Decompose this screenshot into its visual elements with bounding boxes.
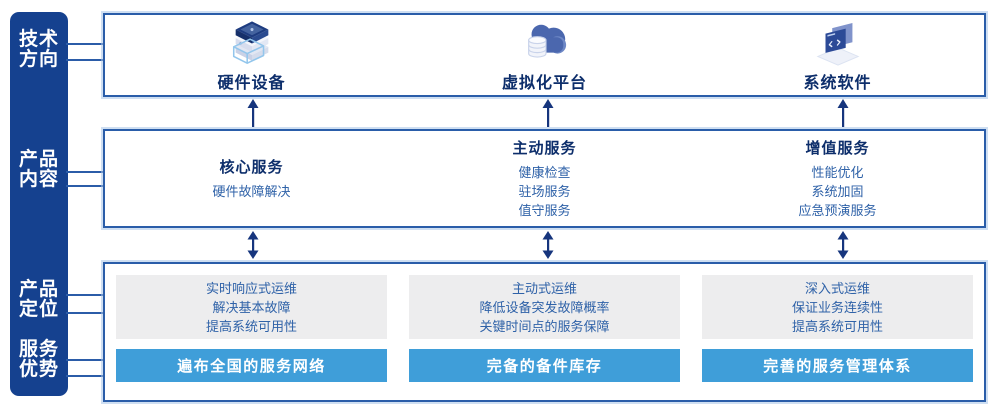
product-content-box: 核心服务 硬件故障解决 主动服务 健康检查 驻场服务 值守服务 增值服务 性能优… xyxy=(103,129,986,228)
sidebar-label-line: 服务 xyxy=(18,339,59,360)
positioning-line: 深入式运维 xyxy=(804,280,870,296)
connector-line xyxy=(66,312,105,314)
sidebar-label-line: 优势 xyxy=(18,359,59,380)
positioning-line: 实时响应式运维 xyxy=(205,280,297,296)
positioning-panel: 实时响应式运维 解决基本故障 提高系统可用性 xyxy=(116,275,387,339)
arrow-up-icon xyxy=(837,99,849,127)
positioning-column-realtime: 实时响应式运维 解决基本故障 提高系统可用性 遍布全国的服务网络 xyxy=(105,275,398,400)
arrow-up-icon xyxy=(542,99,554,127)
connector-line xyxy=(66,359,105,361)
connector-line xyxy=(66,171,105,173)
software-window-icon xyxy=(816,22,859,66)
sidebar-item-service-advantage: 服务 优势 xyxy=(10,340,68,380)
service-column-proactive: 主动服务 健康检查 驻场服务 值守服务 xyxy=(398,131,691,226)
service-item: 性能优化 xyxy=(811,165,864,180)
tech-direction-box: 硬件设备 虚拟化平台 xyxy=(103,13,986,97)
connector-line xyxy=(66,294,105,296)
tech-item-hardware: 硬件设备 xyxy=(105,15,398,95)
positioning-line: 提高系统可用性 xyxy=(791,318,883,334)
arrow-up-down-icon xyxy=(247,231,259,259)
service-item: 健康检查 xyxy=(518,165,571,180)
advantage-bar: 完备的备件库存 xyxy=(409,349,680,382)
service-item: 应急预演服务 xyxy=(798,203,877,218)
positioning-line: 保证业务连续性 xyxy=(791,299,883,315)
sidebar-label-line: 方向 xyxy=(18,49,59,70)
tech-item-label: 硬件设备 xyxy=(217,74,286,92)
positioning-line: 解决基本故障 xyxy=(212,299,291,315)
positioning-column-deep: 深入式运维 保证业务连续性 提高系统可用性 完善的服务管理体系 xyxy=(691,275,984,400)
service-column-title: 增值服务 xyxy=(805,140,870,157)
sidebar-label-line: 定位 xyxy=(18,299,59,320)
tech-item-system-software: 系统软件 xyxy=(691,15,984,95)
server-stack-icon xyxy=(232,20,268,64)
sidebar-label-line: 内容 xyxy=(18,169,59,190)
sidebar-label-line: 技术 xyxy=(18,29,59,50)
service-column-title: 主动服务 xyxy=(512,140,577,157)
sidebar-item-product-content: 产品 内容 xyxy=(10,150,68,190)
tech-item-label: 虚拟化平台 xyxy=(501,74,587,92)
sidebar-item-tech-direction: 技术 方向 xyxy=(10,30,68,70)
service-column-title: 核心服务 xyxy=(219,159,284,176)
service-item: 值守服务 xyxy=(518,203,571,218)
positioning-line: 降低设备突发故障概率 xyxy=(479,299,610,315)
service-column-core: 核心服务 硬件故障解决 xyxy=(105,131,398,226)
service-item: 驻场服务 xyxy=(518,184,571,199)
advantage-bar: 完善的服务管理体系 xyxy=(702,349,973,382)
positioning-panel: 深入式运维 保证业务连续性 提高系统可用性 xyxy=(702,275,973,339)
connector-line xyxy=(66,59,105,61)
tech-item-virtualization: 虚拟化平台 xyxy=(398,15,691,95)
product-positioning-box: 实时响应式运维 解决基本故障 提高系统可用性 遍布全国的服务网络 主动式运维 降… xyxy=(103,262,986,402)
service-column-value-added: 增值服务 性能优化 系统加固 应急预演服务 xyxy=(691,131,984,226)
cloud-database-icon xyxy=(527,24,566,58)
positioning-column-proactive: 主动式运维 降低设备突发故障概率 关键时间点的服务保障 完备的备件库存 xyxy=(398,275,691,400)
connector-line xyxy=(66,375,105,377)
sidebar-label-line: 产品 xyxy=(18,279,59,300)
connector-line xyxy=(66,185,105,187)
service-item: 硬件故障解决 xyxy=(212,184,291,199)
category-sidebar: 技术 方向 产品 内容 产品 定位 服务 优势 xyxy=(10,12,68,396)
arrow-up-down-icon xyxy=(542,231,554,259)
service-item: 系统加固 xyxy=(811,184,864,199)
sidebar-item-product-positioning: 产品 定位 xyxy=(10,280,68,320)
sidebar-label-line: 产品 xyxy=(18,149,59,170)
positioning-panel: 主动式运维 降低设备突发故障概率 关键时间点的服务保障 xyxy=(409,275,680,339)
positioning-line: 提高系统可用性 xyxy=(205,318,297,334)
advantage-bar: 遍布全国的服务网络 xyxy=(116,349,387,382)
positioning-line: 关键时间点的服务保障 xyxy=(479,318,610,334)
connector-line xyxy=(66,43,105,45)
arrow-up-down-icon xyxy=(837,231,849,259)
tech-item-label: 系统软件 xyxy=(803,74,872,92)
positioning-line: 主动式运维 xyxy=(511,280,577,296)
arrow-up-icon xyxy=(247,99,259,127)
